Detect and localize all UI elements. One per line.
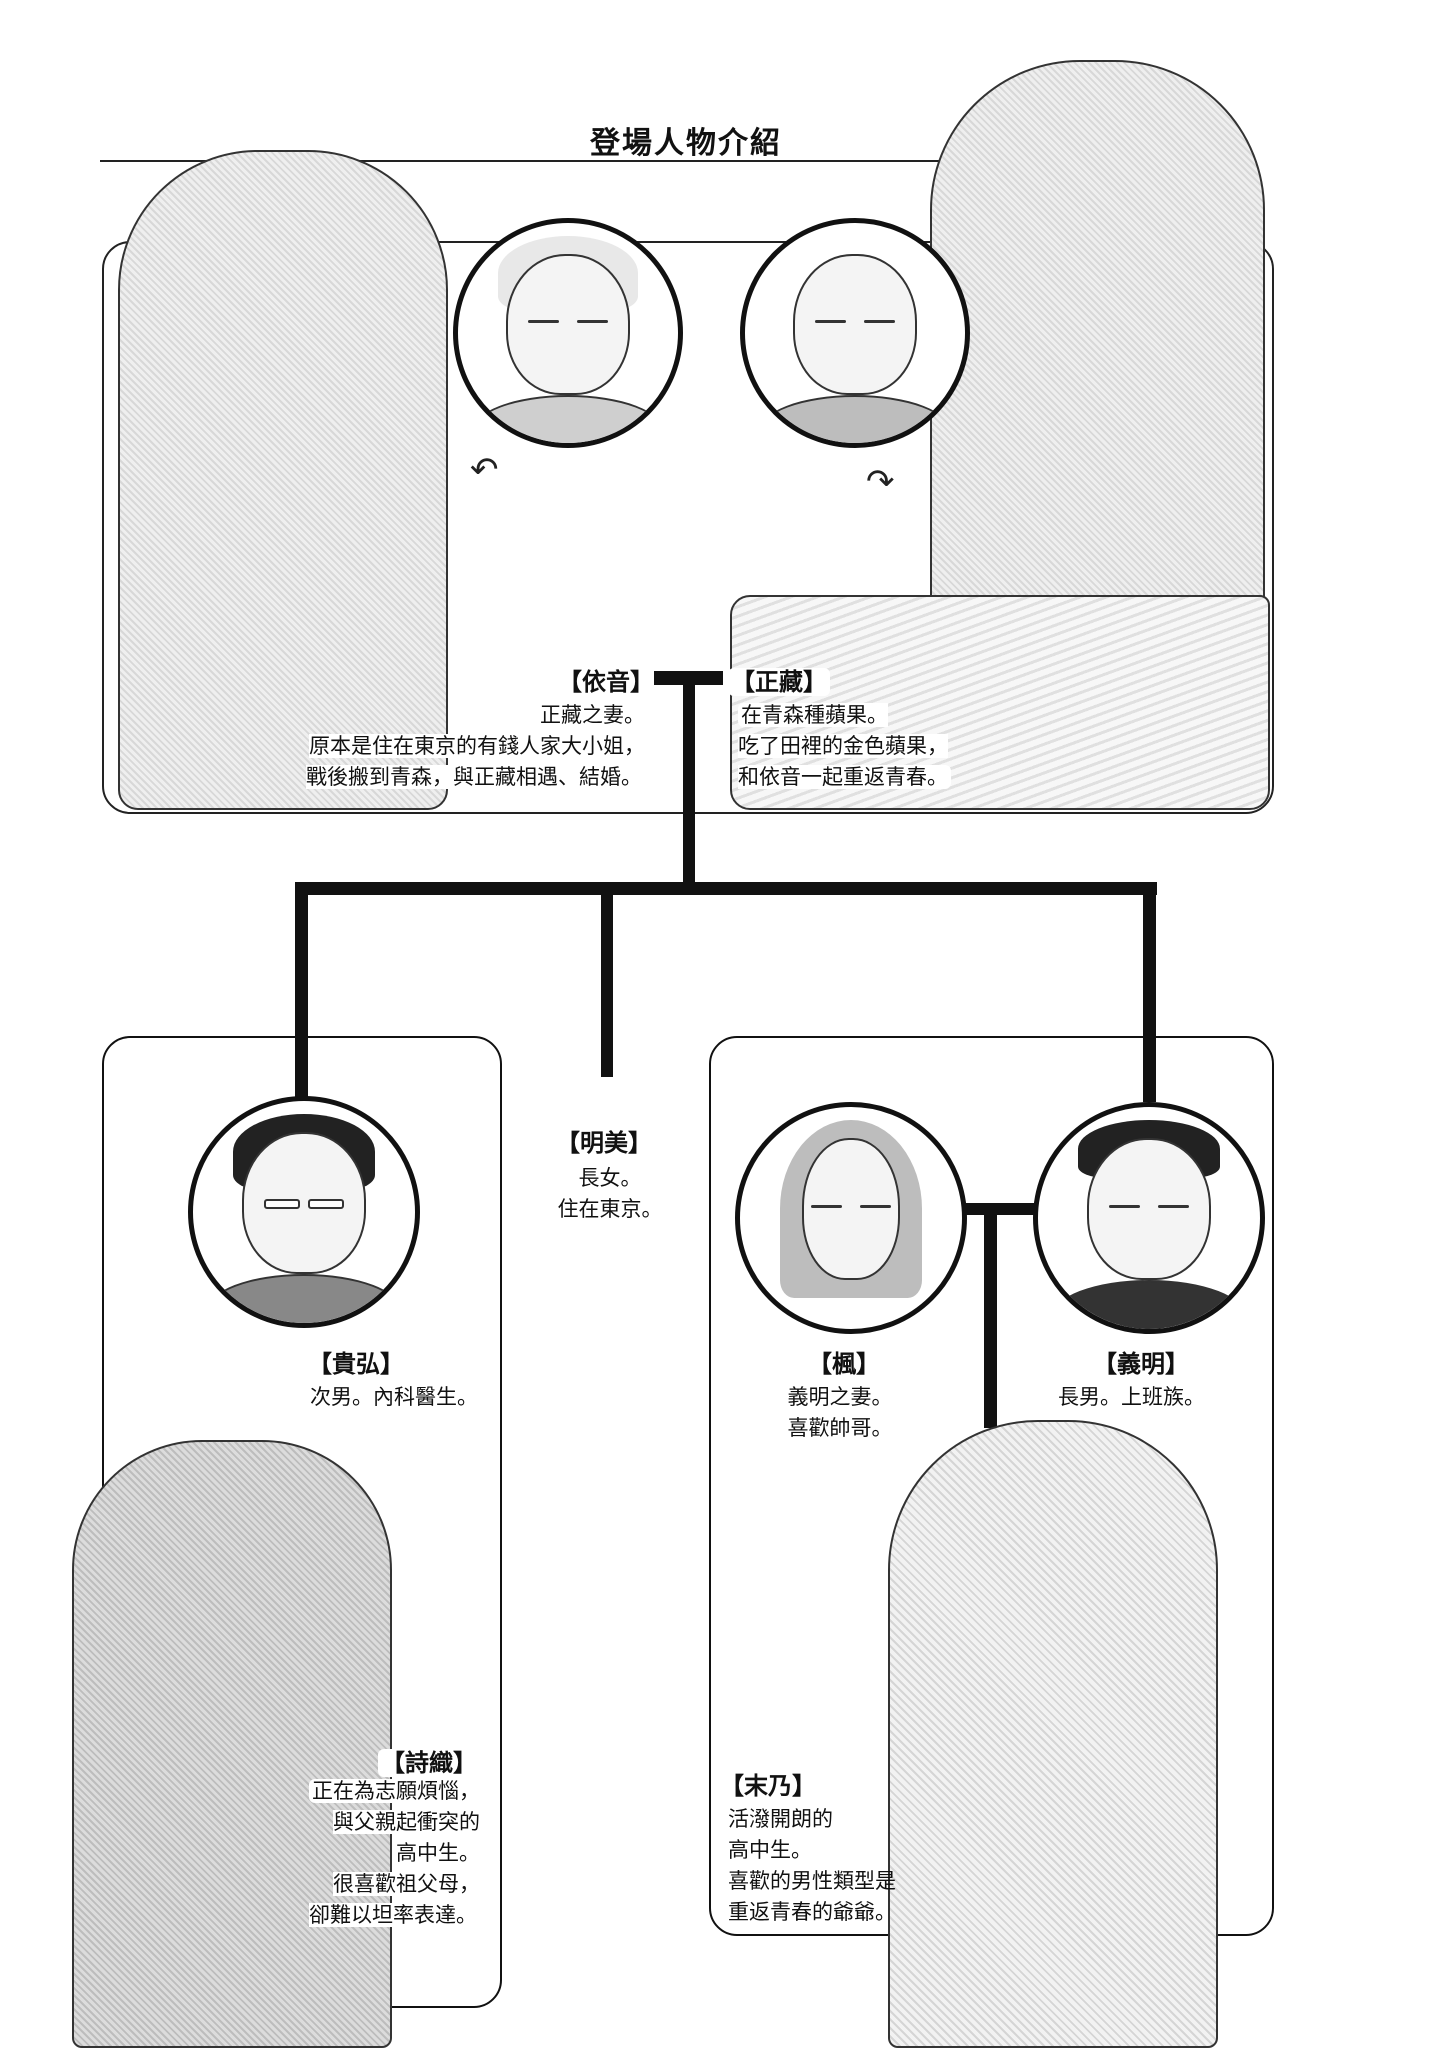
curl-arrow-right-icon: ↷ <box>866 462 895 502</box>
curl-arrow-left-icon: ↶ <box>470 450 499 490</box>
shozo-elderly-portrait <box>740 218 970 448</box>
page-title: 登場人物介紹 <box>590 126 782 161</box>
title-divider <box>100 160 1140 162</box>
shiori-description: 正在為志願煩惱， 與父親起衝突的 高中生。 很喜歡祖父母， 卻難以坦率表達。 <box>309 1779 480 1927</box>
takahiro-name: 【貴弘】 <box>308 1350 404 1378</box>
descent-line-main <box>683 671 695 893</box>
shozo-description: 在青森種蘋果。 吃了田裡的金色蘋果， 和依音一起重返青春。 <box>738 700 951 793</box>
matsuno-illustration <box>888 1420 1218 2048</box>
shozo-name: 【正藏】 <box>728 662 830 697</box>
descent-line-yoshiaki-overlap <box>1143 1030 1156 1102</box>
yorine-description: 正藏之妻。 原本是住在東京的有錢人家大小姐， 戰後搬到青森，與正藏相遇、結婚。 <box>306 703 645 789</box>
descent-line-takahiro-overlap <box>295 1030 308 1102</box>
yorine-young-illustration <box>118 150 448 810</box>
kaede-description: 義明之妻。 喜歡帥哥。 <box>787 1385 893 1440</box>
marriage-line-parents <box>963 1203 1035 1215</box>
shiori-name: 【詩織】 <box>378 1743 480 1778</box>
yoshiaki-description: 長男。上班族。 <box>1058 1385 1205 1409</box>
matsuno-name: 【末乃】 <box>720 1772 816 1800</box>
yoshiaki-portrait <box>1033 1102 1265 1334</box>
shozo-young-illustration <box>930 60 1265 680</box>
akemi-description: 長女。 住在東京。 <box>557 1166 663 1221</box>
descent-line-matsuno <box>984 1203 997 1428</box>
sibling-bar <box>295 882 1157 895</box>
shiori-illustration <box>72 1440 392 2048</box>
kaede-portrait <box>735 1102 967 1334</box>
matsuno-description: 活潑開朗的 高中生。 喜歡的男性類型是 重返青春的爺爺。 <box>728 1807 896 1924</box>
descent-line-akemi <box>601 882 613 1077</box>
kaede-name: 【楓】 <box>808 1350 880 1378</box>
yorine-name: 【依音】 <box>555 662 657 697</box>
takahiro-portrait <box>188 1096 420 1328</box>
akemi-name: 【明美】 <box>556 1129 652 1157</box>
yorine-elderly-portrait <box>453 218 683 448</box>
yoshiaki-name: 【義明】 <box>1093 1350 1189 1378</box>
takahiro-description: 次男。內科醫生。 <box>310 1385 478 1409</box>
